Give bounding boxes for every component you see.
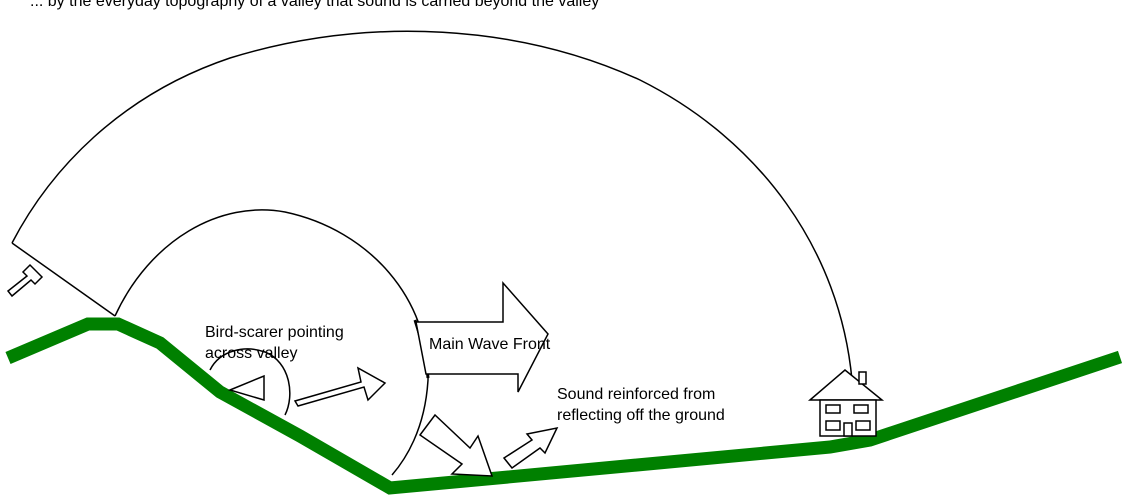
bird-scarer-arrow-icon <box>293 366 387 407</box>
left-arrow-icon <box>6 263 44 298</box>
main-wave-front-label: Main Wave Front <box>429 336 551 353</box>
inner-wave-arc <box>114 209 429 476</box>
bird-scarer-label-line1: Bird-scarer pointing <box>205 324 344 341</box>
bird-scarer-icon <box>227 374 265 402</box>
reinforced-label-line1: Sound reinforced from <box>557 386 715 403</box>
house-icon <box>807 369 885 437</box>
reflected-arrow-icon <box>502 426 559 470</box>
ground-line <box>5 317 1122 495</box>
bird-scarer-arc <box>209 348 291 416</box>
outer-radius-line <box>11 242 116 317</box>
header-text: ... by the everyday topography of a vall… <box>30 0 599 10</box>
main-wave-front-arrow-icon <box>415 281 549 393</box>
reinforced-label-line2: reflecting off the ground <box>557 407 725 424</box>
down-arrow-icon <box>418 413 494 477</box>
outer-wave-arc <box>11 30 853 381</box>
bird-scarer-label-line2: across valley <box>205 345 297 362</box>
